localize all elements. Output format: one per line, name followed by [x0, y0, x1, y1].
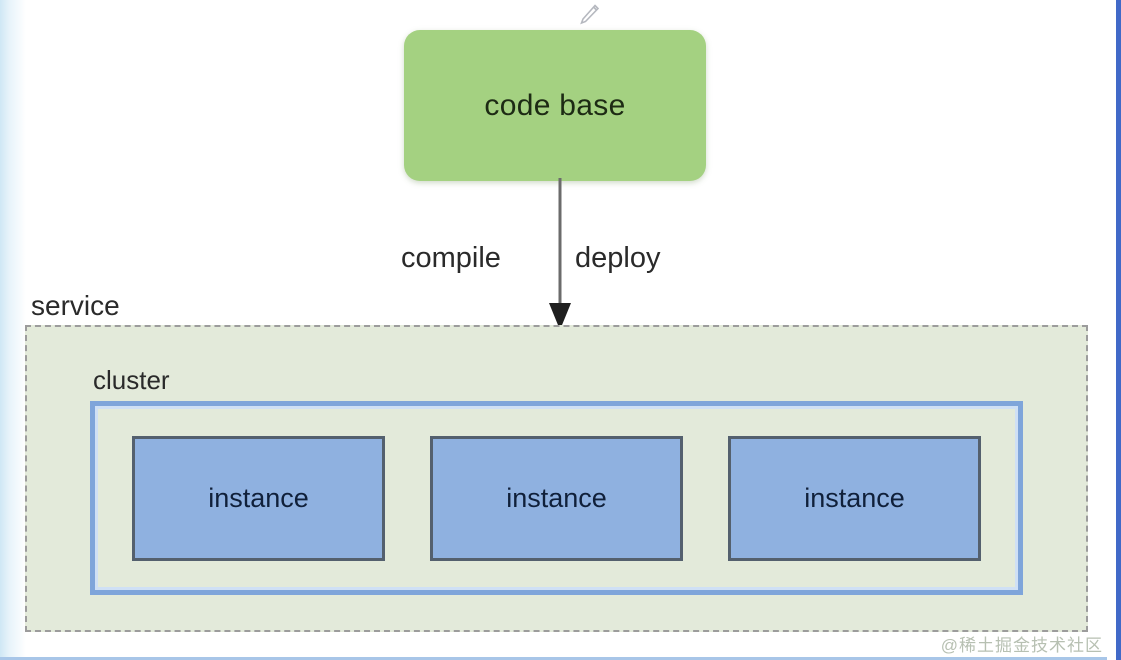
instance-label-2: instance [506, 482, 607, 513]
instance-node-2[interactable]: instance [430, 435, 683, 561]
codebase-node[interactable]: code base [404, 30, 706, 181]
watermark: @稀土掘金技术社区 [940, 636, 1103, 655]
codebase-label: code base [484, 88, 626, 122]
instance-node-3[interactable]: instance [728, 435, 981, 561]
service-label: service [31, 290, 120, 321]
cluster-label: cluster [93, 365, 170, 395]
left-edge-gradient [0, 0, 26, 660]
compile-label: compile [401, 242, 501, 274]
instance-row: instance instance instance [90, 401, 1023, 595]
instance-label-3: instance [804, 482, 905, 513]
deploy-arrow [540, 178, 580, 333]
pencil-icon[interactable] [576, 2, 602, 28]
deploy-label: deploy [575, 242, 661, 274]
right-edge-inner [1107, 0, 1116, 660]
right-edge-border [1116, 0, 1121, 660]
bottom-edge-line [0, 657, 1121, 660]
instance-label-1: instance [208, 482, 309, 513]
instance-node-1[interactable]: instance [132, 435, 385, 561]
